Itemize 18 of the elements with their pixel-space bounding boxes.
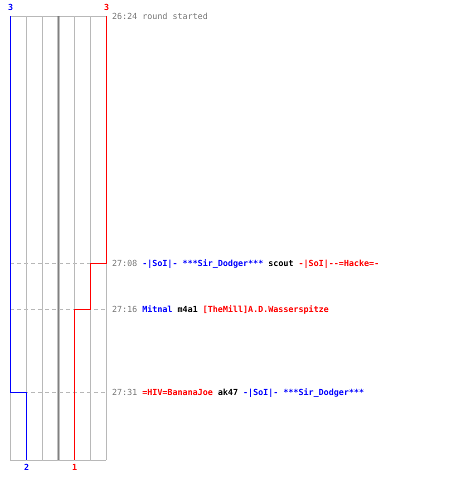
player-count-label: 2 [22, 462, 30, 472]
event-text: round started [142, 11, 208, 21]
player-name: [TheMill]A.D.Wasserspitze [202, 304, 329, 314]
player-count-label: 1 [70, 462, 78, 472]
timestamp: 26:24 [112, 11, 138, 21]
weapon-name: ak47 [218, 387, 238, 397]
timestamp: 27:31 [112, 387, 138, 397]
player-name: -|SoI|- ***Sir_Dodger*** [142, 258, 264, 268]
player-name: =HIV=BananaJoe [142, 387, 213, 397]
timestamp: 27:08 [112, 258, 138, 268]
weapon-name: m4a1 [177, 304, 198, 314]
player-name: Mitnal [142, 304, 172, 314]
timestamp: 27:16 [112, 304, 138, 314]
player-name: -|SoI|--=Hacke=- [298, 258, 380, 268]
player-name: -|SoI|- ***Sir_Dodger*** [242, 387, 364, 397]
weapon-name: scout [268, 258, 294, 268]
player-count-label: 3 [102, 2, 110, 12]
player-count-label: 3 [6, 2, 14, 12]
